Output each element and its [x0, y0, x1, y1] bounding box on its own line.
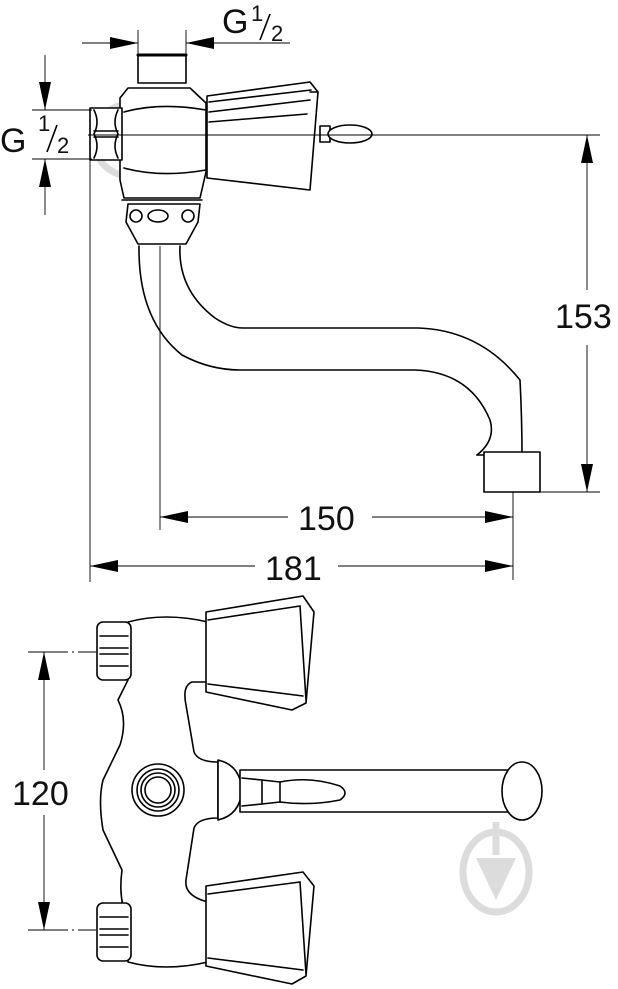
top-inlet-nut — [137, 54, 187, 84]
aerator — [483, 451, 541, 493]
inlet-nut-lower — [96, 902, 132, 962]
top-view-dimensions: 120 — [12, 651, 96, 931]
wall-outlet — [131, 763, 185, 817]
handle-knob — [327, 124, 373, 144]
side-connection-numerator: 1 — [38, 111, 50, 136]
height-dimension: 153 — [555, 298, 612, 336]
valve-body — [119, 87, 207, 199]
handle-upper — [205, 595, 315, 711]
spout-top-view — [217, 759, 543, 821]
watermark-icon — [459, 822, 533, 916]
handle-lower — [205, 871, 315, 985]
top-connection-numerator: 1 — [251, 1, 263, 26]
side-connection-prefix: G — [0, 122, 26, 160]
side-inlet-nut — [89, 107, 123, 161]
spout-reach-dimension: 150 — [298, 500, 355, 538]
overall-length-dimension: 181 — [265, 550, 322, 588]
top-connection-prefix: G — [222, 3, 248, 41]
side-connection-denominator: 2 — [57, 133, 69, 158]
top-connection-denominator: 2 — [271, 21, 283, 46]
side-view — [89, 53, 541, 493]
spout-coupling — [125, 203, 201, 245]
spout-outline-upper — [179, 245, 523, 455]
inlet-spacing-dimension: 120 — [12, 775, 69, 813]
handle — [206, 81, 319, 191]
inlet-nut-upper — [96, 621, 132, 681]
top-view — [96, 595, 543, 985]
side-view-dimensions: G 1 2 G 1 2 153 150 — [0, 1, 612, 588]
spout-outline-lower — [138, 245, 493, 456]
